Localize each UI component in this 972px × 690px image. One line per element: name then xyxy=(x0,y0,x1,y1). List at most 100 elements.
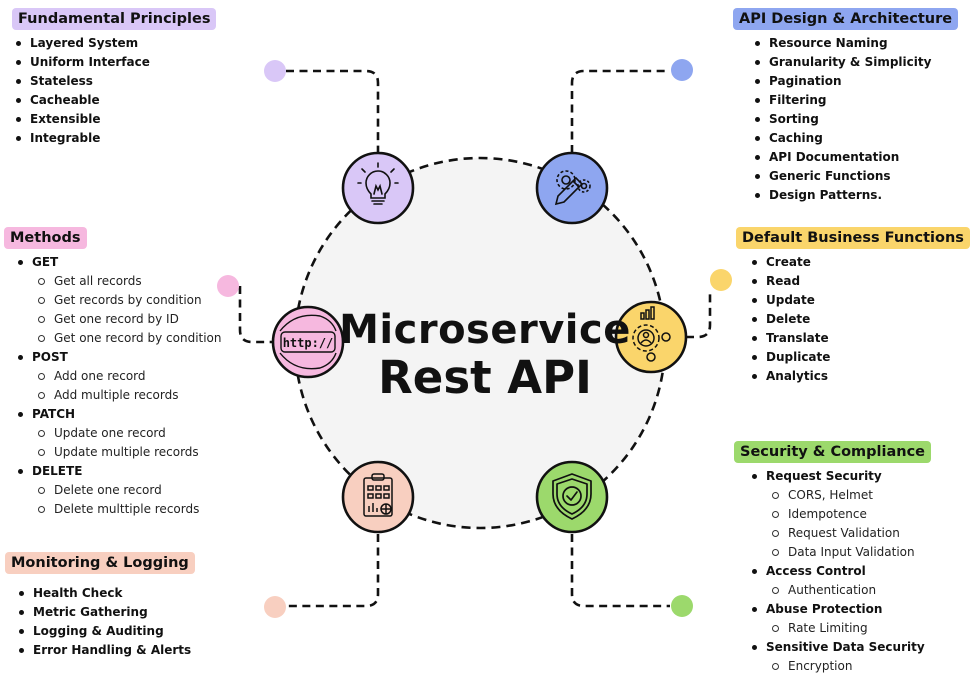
node-fundamental xyxy=(341,151,415,225)
list-item: Duplicate xyxy=(748,348,970,367)
sub-item: Update multiple records xyxy=(32,443,222,462)
method-label: GET xyxy=(32,255,59,269)
list-item: Resource Naming xyxy=(751,34,958,53)
sub-list: Update one record Update multiple record… xyxy=(32,424,222,462)
list-item: Design Patterns. xyxy=(751,186,958,205)
list-item: Request Security CORS, Helmet Idempotenc… xyxy=(748,467,931,562)
item-list: Request Security CORS, Helmet Idempotenc… xyxy=(748,467,931,676)
sub-item: Rate Limiting xyxy=(766,619,931,638)
group-label: Sensitive Data Security xyxy=(766,640,925,654)
http-icon-label: http:// xyxy=(283,336,334,350)
connector-monitoring xyxy=(286,534,380,608)
list-item: Stateless xyxy=(12,72,216,91)
connector-fundamental xyxy=(286,69,380,153)
sub-list: Get all records Get records by condition… xyxy=(32,272,222,348)
group-label: Request Security xyxy=(766,469,882,483)
list-item: Read xyxy=(748,272,970,291)
list-item: PATCH Update one record Update multiple … xyxy=(14,405,222,462)
list-item: Caching xyxy=(751,129,958,148)
section-title: API Design & Architecture xyxy=(733,8,959,30)
section-fundamental: Fundamental Principles Layered System Un… xyxy=(12,8,217,148)
sub-list: CORS, Helmet Idempotence Request Validat… xyxy=(766,486,931,562)
sub-item: Request Validation xyxy=(766,524,931,543)
method-label: DELETE xyxy=(32,464,83,478)
node-methods: http:// xyxy=(271,305,345,379)
http-icon xyxy=(279,314,337,370)
method-label: PATCH xyxy=(32,407,76,421)
dot-fundamental xyxy=(264,60,286,82)
list-item: Filtering xyxy=(751,91,958,110)
sub-item: Update one record xyxy=(32,424,222,443)
clipboard-report-icon xyxy=(363,473,393,517)
item-list: Layered System Uniform Interface Statele… xyxy=(12,34,216,148)
dot-business xyxy=(710,269,732,291)
dot-monitoring xyxy=(264,596,286,618)
connector-security xyxy=(570,534,670,608)
list-item: Delete xyxy=(748,310,970,329)
item-list: Health Check Metric Gathering Logging & … xyxy=(15,584,195,660)
center-title: Microservice Rest API xyxy=(335,310,635,400)
list-item: POST Add one record Add multiple records xyxy=(14,348,222,405)
list-item: DELETE Delete one record Delete multtipl… xyxy=(14,462,222,519)
connector-methods xyxy=(238,286,274,344)
section-title: Methods xyxy=(4,227,87,249)
node-business xyxy=(614,300,688,374)
list-item: Error Handling & Alerts xyxy=(15,641,195,660)
list-item: Health Check xyxy=(15,584,195,603)
list-item: GET Get all records Get records by condi… xyxy=(14,253,222,348)
section-title: Default Business Functions xyxy=(736,227,970,249)
list-item: Cacheable xyxy=(12,91,216,110)
sub-list: Encryption xyxy=(766,657,931,676)
section-api-design: API Design & Architecture Resource Namin… xyxy=(733,8,959,205)
group-label: Abuse Protection xyxy=(766,602,883,616)
sub-item: Add one record xyxy=(32,367,222,386)
section-monitoring: Monitoring & Logging Health Check Metric… xyxy=(5,552,195,660)
list-item: API Documentation xyxy=(751,148,958,167)
item-list: Resource Naming Granularity & Simplicity… xyxy=(751,34,958,205)
list-item: Integrable xyxy=(12,129,216,148)
list-item: Logging & Auditing xyxy=(15,622,195,641)
sub-item: Idempotence xyxy=(766,505,931,524)
gears-pencil-icon xyxy=(554,170,591,206)
center-title-line1: Microservice xyxy=(339,307,631,353)
list-item: Sorting xyxy=(751,110,958,129)
list-item: Metric Gathering xyxy=(15,603,195,622)
lightbulb-icon xyxy=(357,162,399,205)
list-item: Generic Functions xyxy=(751,167,958,186)
list-item: Granularity & Simplicity xyxy=(751,53,958,72)
item-list: Create Read Update Delete Translate Dupl… xyxy=(748,253,970,386)
sub-item: Authentication xyxy=(766,581,931,600)
list-item: Access Control Authentication xyxy=(748,562,931,600)
section-methods: Methods GET Get all records Get records … xyxy=(4,227,222,519)
section-business: Default Business Functions Create Read U… xyxy=(736,227,970,386)
node-monitoring xyxy=(341,460,415,534)
node-api-design xyxy=(535,151,609,225)
sub-item: Get all records xyxy=(32,272,222,291)
list-item: Abuse Protection Rate Limiting xyxy=(748,600,931,638)
group-label: Access Control xyxy=(766,564,866,578)
list-item: Sensitive Data Security Encryption xyxy=(748,638,931,676)
list-item: Translate xyxy=(748,329,970,348)
sub-list: Delete one record Delete multtiple recor… xyxy=(32,481,222,519)
section-title: Security & Compliance xyxy=(734,441,932,463)
business-gear-icon xyxy=(632,306,671,362)
sub-item: Get one record by condition xyxy=(32,329,222,348)
sub-list: Rate Limiting xyxy=(766,619,931,638)
item-list: GET Get all records Get records by condi… xyxy=(14,253,222,519)
sub-item: Delete multtiple records xyxy=(32,500,222,519)
connector-business xyxy=(686,290,712,339)
list-item: Pagination xyxy=(751,72,958,91)
sub-item: Delete one record xyxy=(32,481,222,500)
sub-list: Authentication xyxy=(766,581,931,600)
list-item: Layered System xyxy=(12,34,216,53)
node-security xyxy=(535,460,609,534)
shield-check-icon xyxy=(552,473,592,520)
dot-methods xyxy=(217,275,239,297)
sub-item: Add multiple records xyxy=(32,386,222,405)
list-item: Analytics xyxy=(748,367,970,386)
sub-item: Data Input Validation xyxy=(766,543,931,562)
sub-item: Encryption xyxy=(766,657,931,676)
list-item: Extensible xyxy=(12,110,216,129)
connector-api-design xyxy=(570,69,670,153)
